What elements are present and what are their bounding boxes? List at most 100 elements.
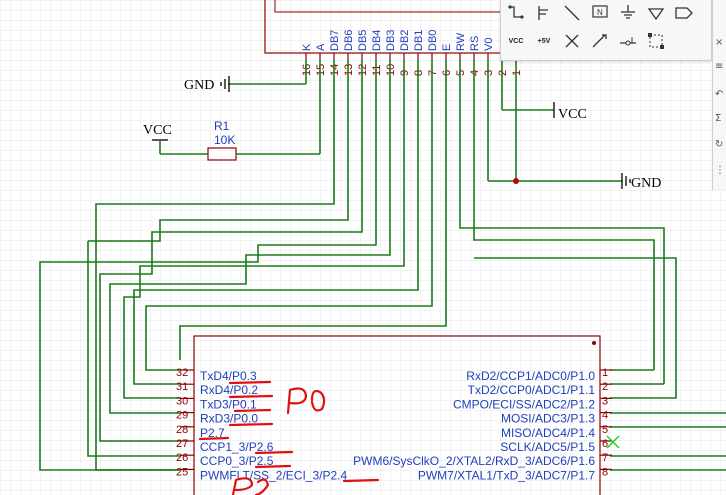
mcu-pin-name: PWMFLT/SS_2/ECI_3/P2.4 <box>200 468 347 482</box>
bus-entry-icon[interactable] <box>533 2 555 24</box>
lcd-pin[interactable]: 11 DB4 <box>371 30 383 76</box>
undo-icon[interactable]: ↶ <box>715 89 724 100</box>
mcu-pin-number: 8 <box>602 466 608 478</box>
lcd-pin-number: 5 <box>455 70 467 76</box>
resistor-value: 10K <box>214 133 235 147</box>
lcd-pin[interactable]: 16K <box>301 43 313 76</box>
lcd-pin-name: A <box>315 43 327 51</box>
vcc-tool-icon[interactable]: VCC <box>508 37 524 45</box>
mcu-pin-name: PWM7/XTAL1/TxD_3/ADC7/P1.7 <box>418 468 595 482</box>
mcu-pin-number: 28 <box>176 424 188 436</box>
lcd-pin-number: 3 <box>483 70 495 76</box>
lcd-pin-name: RS <box>469 36 481 51</box>
mcu-pin-name: P2.7 <box>200 426 225 440</box>
mcu-pin-number: 3 <box>602 395 608 407</box>
lcd-pin-number: 13 <box>343 64 355 76</box>
lcd-pin-number: 11 <box>371 65 383 76</box>
resistor-r1[interactable]: R1 10K <box>207 60 321 161</box>
probe-icon[interactable] <box>589 30 611 52</box>
mcu-left-pin[interactable]: 28 P2.7 <box>176 424 225 440</box>
wire-tool-icon[interactable] <box>505 2 527 24</box>
vcc-symbol-left[interactable]: VCC <box>143 123 208 155</box>
lcd-pin-number: 1 <box>511 70 523 76</box>
mcu-right-pin[interactable]: 8 PWM7/XTAL1/TxD_3/ADC7/P1.7 <box>418 466 612 482</box>
lcd-pin-number: 4 <box>469 70 481 76</box>
plus5v-tool-icon[interactable]: +5V <box>537 37 551 45</box>
net-label-icon[interactable]: N <box>589 2 611 24</box>
lcd-pin[interactable]: 4 RS <box>469 36 481 76</box>
mcu-pin-number: 5 <box>602 424 608 436</box>
mcu-pin-name: RxD3/P0.0 <box>200 412 258 426</box>
vcc-symbol-right[interactable]: VCC <box>501 60 587 122</box>
lcd-pin-name: K <box>301 43 313 51</box>
lcd-pin[interactable]: 15 A <box>315 43 327 76</box>
lcd-component[interactable]: 16K15A14DB713DB612DB511DB410DB39DB28DB17… <box>264 0 524 76</box>
lcd-pin-name: DB1 <box>413 30 425 51</box>
gnd-symbol-right[interactable]: GND <box>487 60 661 191</box>
pin-tool-icon[interactable] <box>617 30 639 52</box>
component-toolbar: N VCC +5V <box>500 0 712 61</box>
lcd-pin-number: 8 <box>413 70 425 76</box>
lcd-pin-number: 14 <box>329 64 341 76</box>
lcd-pin-name: DB4 <box>371 30 383 51</box>
mcu-pin-number: 2 <box>602 381 608 393</box>
mcu-pin-name: RxD2/CCP1/ADC0/P1.0 <box>466 369 595 383</box>
gnd-symbol-left[interactable]: GND <box>184 60 307 93</box>
mcu-right-pin[interactable]: 5 MISO/ADC4/P1.4 <box>501 424 612 440</box>
lcd-pin-name: DB0 <box>427 30 439 51</box>
wire-bus <box>39 60 726 471</box>
mcu-pin-name: TxD4/P0.3 <box>200 369 257 383</box>
line-tool-icon[interactable] <box>561 2 583 24</box>
grid-toggle-icon[interactable]: ≡ <box>715 61 724 72</box>
mcu-pin-name: SCLK/ADC5/P1.5 <box>500 440 595 454</box>
mcu-pin-name: CCP1_3/P2.6 <box>200 440 274 454</box>
right-panel-strip: × ≡ ↶ Σ ↻ ⋮ <box>712 0 726 190</box>
lcd-pin-name: V0 <box>483 38 495 51</box>
lcd-pin-number: 12 <box>357 64 369 76</box>
mcu-pin-number: 31 <box>176 381 188 393</box>
lcd-pin[interactable]: 5RW <box>455 32 467 76</box>
close-icon[interactable]: × <box>715 37 724 48</box>
mcu-pin-name: MISO/ADC4/P1.4 <box>501 426 595 440</box>
mcu-pin-name: RxD4/P0.2 <box>200 383 258 397</box>
lcd-pin[interactable]: 6E <box>441 44 453 76</box>
lcd-pin[interactable]: 13 DB6 <box>343 30 355 76</box>
netport-icon[interactable] <box>673 2 695 24</box>
mcu-pin-name: TxD3/P0.1 <box>200 397 257 411</box>
vcc-label-left: VCC <box>143 123 172 138</box>
mcu-left-pin[interactable]: 31 RxD4/P0.2 <box>176 381 258 397</box>
no-connect-icon[interactable] <box>561 30 583 52</box>
mcu-pin-name: CCP0_3/P2.5 <box>200 454 274 468</box>
triangle-port-icon[interactable] <box>645 2 667 24</box>
rotate-icon[interactable]: ↻ <box>715 139 724 150</box>
lcd-pin-number: 6 <box>441 70 453 76</box>
no-connect-marker <box>606 435 620 449</box>
sum-icon[interactable]: Σ <box>715 113 722 124</box>
lcd-pin[interactable]: 8 DB1 <box>413 30 425 76</box>
group-tool-icon[interactable] <box>645 30 667 52</box>
ground-icon[interactable] <box>617 2 639 24</box>
lcd-pin-name: DB2 <box>399 30 411 51</box>
lcd-pin-name: DB6 <box>343 30 355 51</box>
lcd-pin-number: 15 <box>315 64 327 76</box>
svg-text:N: N <box>597 8 603 17</box>
lcd-pin[interactable]: 3 V0 <box>483 38 495 76</box>
more-icon[interactable]: ⋮ <box>715 165 725 176</box>
